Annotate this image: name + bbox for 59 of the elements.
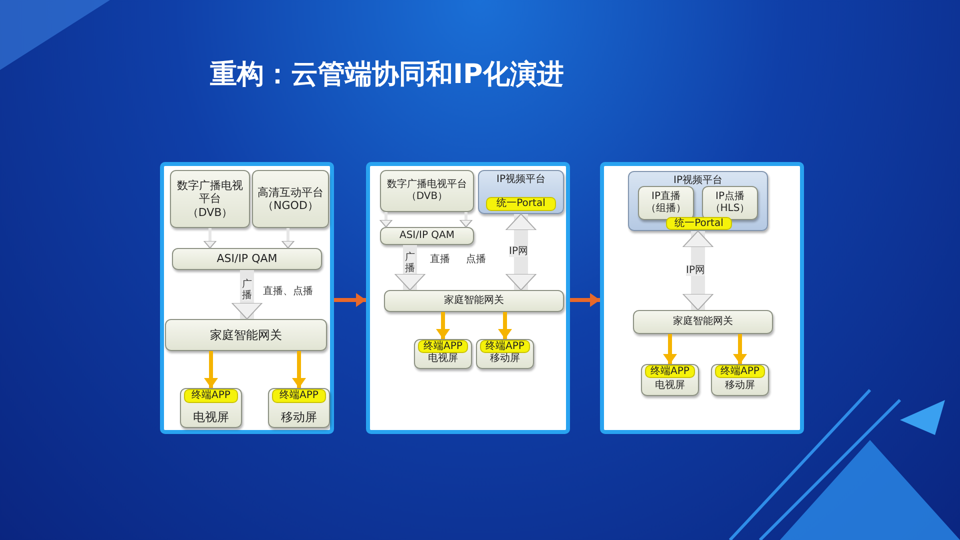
screen-box [414, 339, 472, 369]
screen-box [180, 388, 242, 428]
edge-label: IP网 [686, 264, 705, 276]
screen-box [268, 388, 330, 428]
title: 重构：云管端协同和IP化演进 [210, 58, 564, 92]
process-box: ASI/IP QAM [172, 248, 322, 270]
arrow [498, 312, 512, 339]
box-text: 电视屏 [427, 353, 459, 365]
diagram-panel [366, 162, 570, 434]
app-tag: 终端APP [184, 389, 238, 403]
arrow [394, 245, 426, 290]
arrow [733, 334, 747, 364]
box-text: 移动屏 [280, 410, 318, 424]
arrow [204, 351, 218, 388]
arrow [282, 228, 294, 248]
process-box: 家庭智能网关 [384, 290, 564, 312]
arrow [682, 230, 714, 310]
edge-label: 广播 [242, 278, 252, 300]
app-tag: 统一Portal [666, 217, 732, 230]
process-box: 家庭智能网关 [633, 310, 773, 334]
app-tag: 终端APP [715, 365, 765, 378]
platform-box [628, 171, 768, 231]
process-box: 数字广播电视平台 （DVB） [170, 170, 250, 228]
app-tag: 终端APP [645, 365, 695, 378]
process-box: IP点播 （HLS） [702, 186, 758, 220]
process-box: 家庭智能网关 [165, 319, 327, 351]
note-text: 直播、点播 [263, 284, 313, 298]
app-tag: 终端APP [272, 389, 326, 403]
screen-box [641, 364, 699, 396]
app-tag: 终端APP [480, 340, 530, 353]
box-text: IP视频平台 [672, 175, 724, 187]
process-box: ASI/IP QAM [380, 227, 474, 245]
arrow [334, 293, 366, 307]
box-text: 移动屏 [724, 380, 756, 392]
screen-box [711, 364, 769, 396]
arrow [460, 212, 472, 228]
box-text: 电视屏 [654, 380, 686, 392]
arrow [380, 212, 392, 228]
app-tag: 统一Portal [486, 197, 556, 211]
arrow [292, 351, 306, 388]
edge-label: IP网 [509, 246, 528, 257]
arrow [570, 293, 600, 307]
box-text: 移动屏 [489, 353, 521, 365]
app-tag: 终端APP [418, 340, 468, 353]
edge-label: 广播 [405, 252, 415, 274]
note-text: 直播 [430, 252, 450, 266]
diagram-panel [160, 162, 334, 434]
process-box: 数字广播电视平台 （DVB） [380, 170, 474, 212]
note-text: 点播 [466, 252, 486, 266]
arrow [663, 334, 677, 364]
box-text: IP视频平台 [496, 174, 546, 186]
arrow [506, 214, 536, 290]
screen-box [476, 339, 534, 369]
box-text: 电视屏 [192, 410, 230, 424]
process-box: 高清互动平台 （NGOD） [252, 170, 329, 228]
arrow [204, 228, 216, 248]
diagram-panel [600, 162, 804, 434]
arrow [436, 312, 450, 339]
platform-box [478, 170, 564, 214]
